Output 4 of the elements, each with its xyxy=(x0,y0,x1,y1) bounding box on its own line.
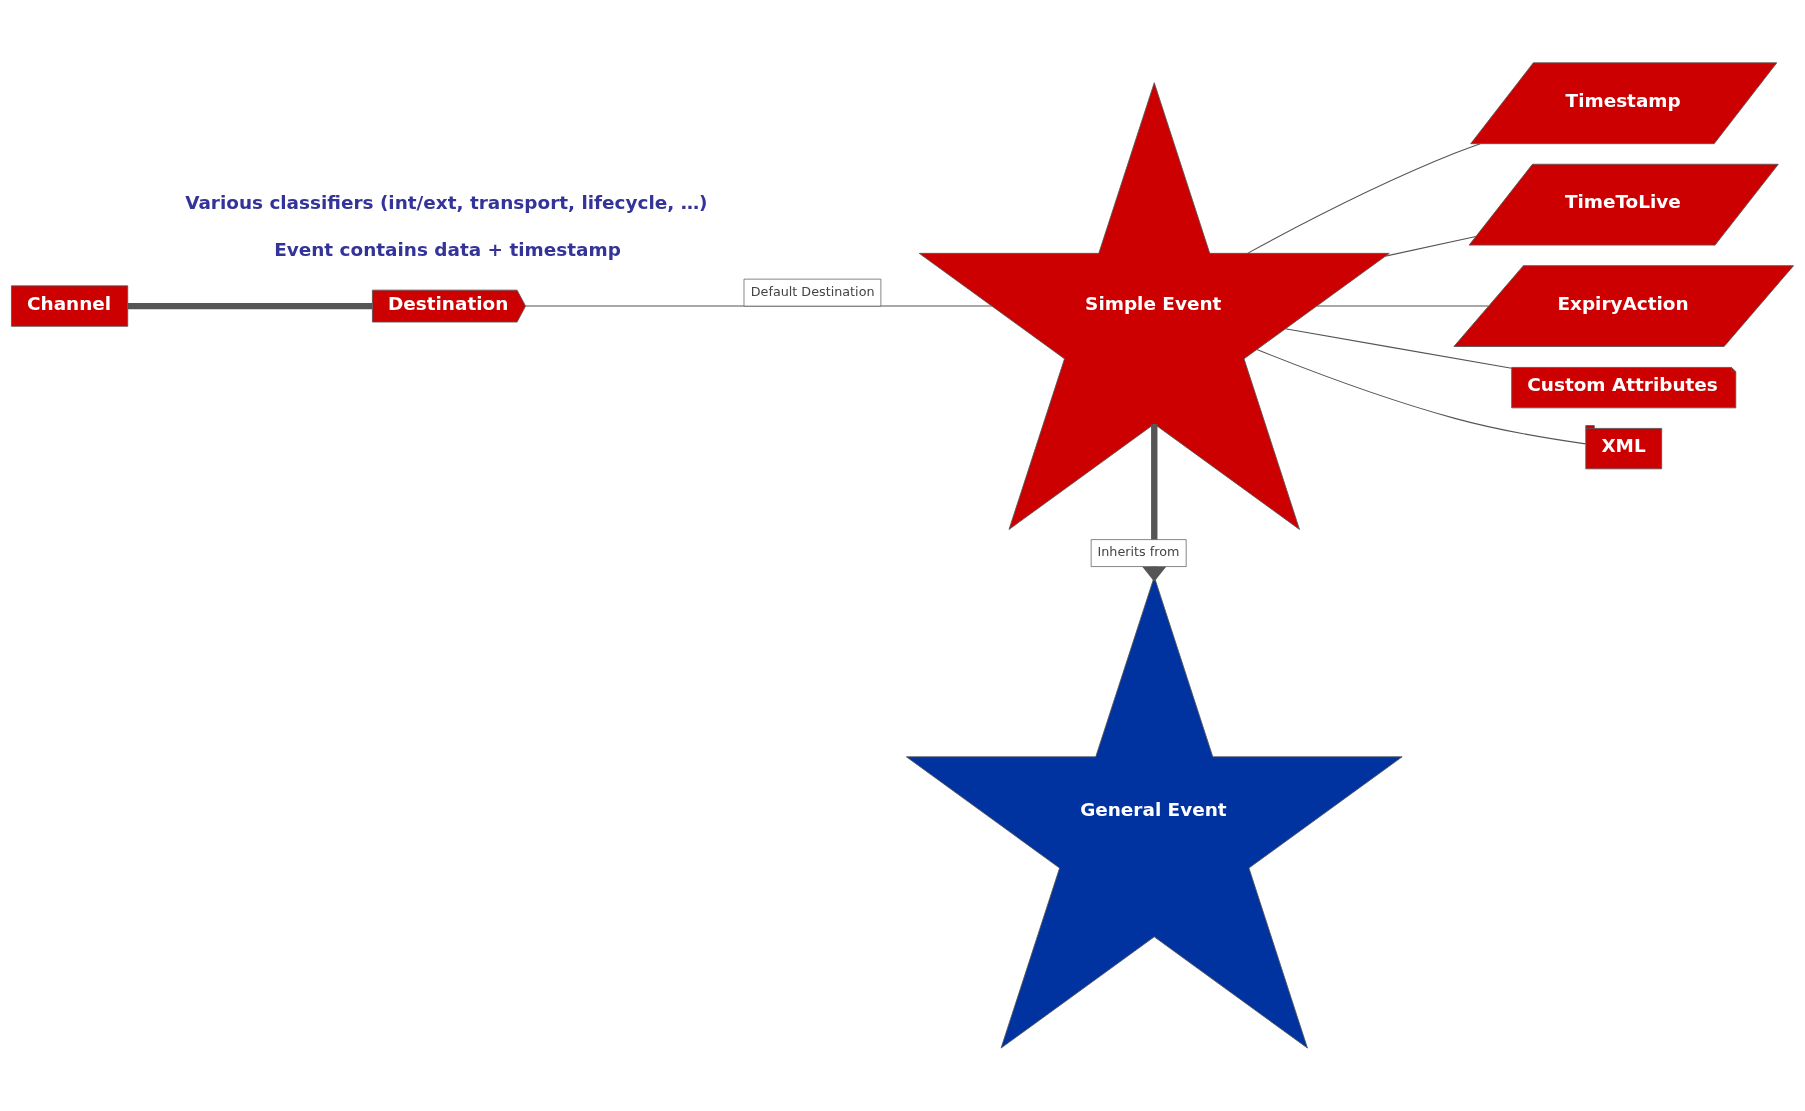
edge-label: Inherits from xyxy=(1097,544,1180,560)
edge-label: Default Destination xyxy=(750,283,875,299)
label: Various classifiers (int/ext, transport, lifecycle, …) xyxy=(185,192,708,214)
label: Event contains data + timestamp xyxy=(274,238,621,260)
